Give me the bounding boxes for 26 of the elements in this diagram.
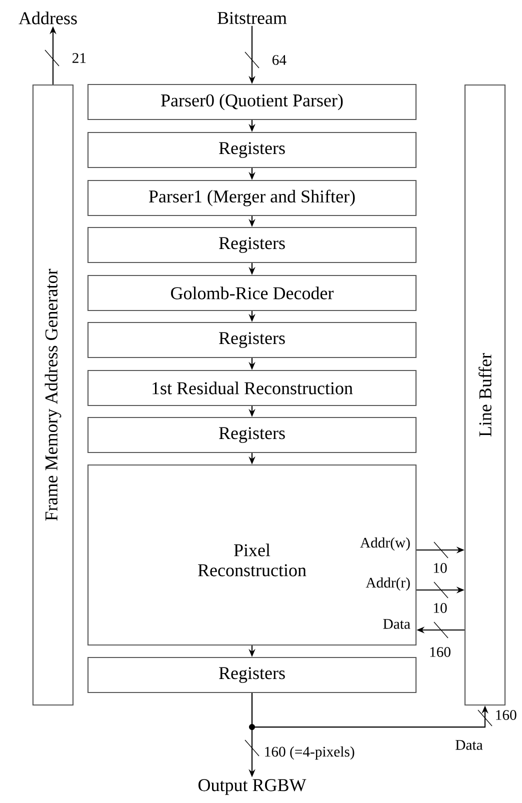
module-box: Frame Memory Address Generator (32, 84, 74, 706)
port-label: Addr(w) (360, 537, 410, 551)
signal-label: Output RGBW (198, 779, 306, 795)
register-box: Registers (87, 656, 417, 694)
bus-width-label: 21 (72, 53, 86, 63)
port-label: Data (383, 619, 410, 629)
signal-label: Bitstream (218, 12, 287, 24)
signal-label: Address (18, 12, 77, 24)
bus-width-label: 160 (496, 710, 516, 720)
register-box: Registers (87, 416, 417, 454)
register-box: Parser0 (Quotient Parser) (87, 84, 417, 120)
register-box: Registers (87, 132, 417, 168)
bus-width-label: 64 (272, 55, 286, 65)
module-box: Line Buffer (464, 84, 506, 706)
bus-width-label: 10 (434, 563, 447, 573)
bus-width-label: 10 (434, 603, 447, 613)
register-box: Registers (87, 226, 417, 264)
register-box: 1st Residual Reconstruction (87, 370, 417, 406)
register-box: Parser1 (Merger and Shifter) (87, 180, 417, 216)
bus-width-label: 160 (=4-pixels) (265, 746, 354, 760)
port-label: Addr(r) (366, 577, 410, 591)
register-box: Registers (87, 322, 417, 358)
signal-label: Data (456, 740, 483, 750)
module-box: Pixel Reconstruction Addr(w) Addr(r) Data (87, 464, 417, 646)
register-box: Golomb-Rice Decoder (87, 274, 417, 312)
bus-width-label: 160 (430, 647, 450, 657)
